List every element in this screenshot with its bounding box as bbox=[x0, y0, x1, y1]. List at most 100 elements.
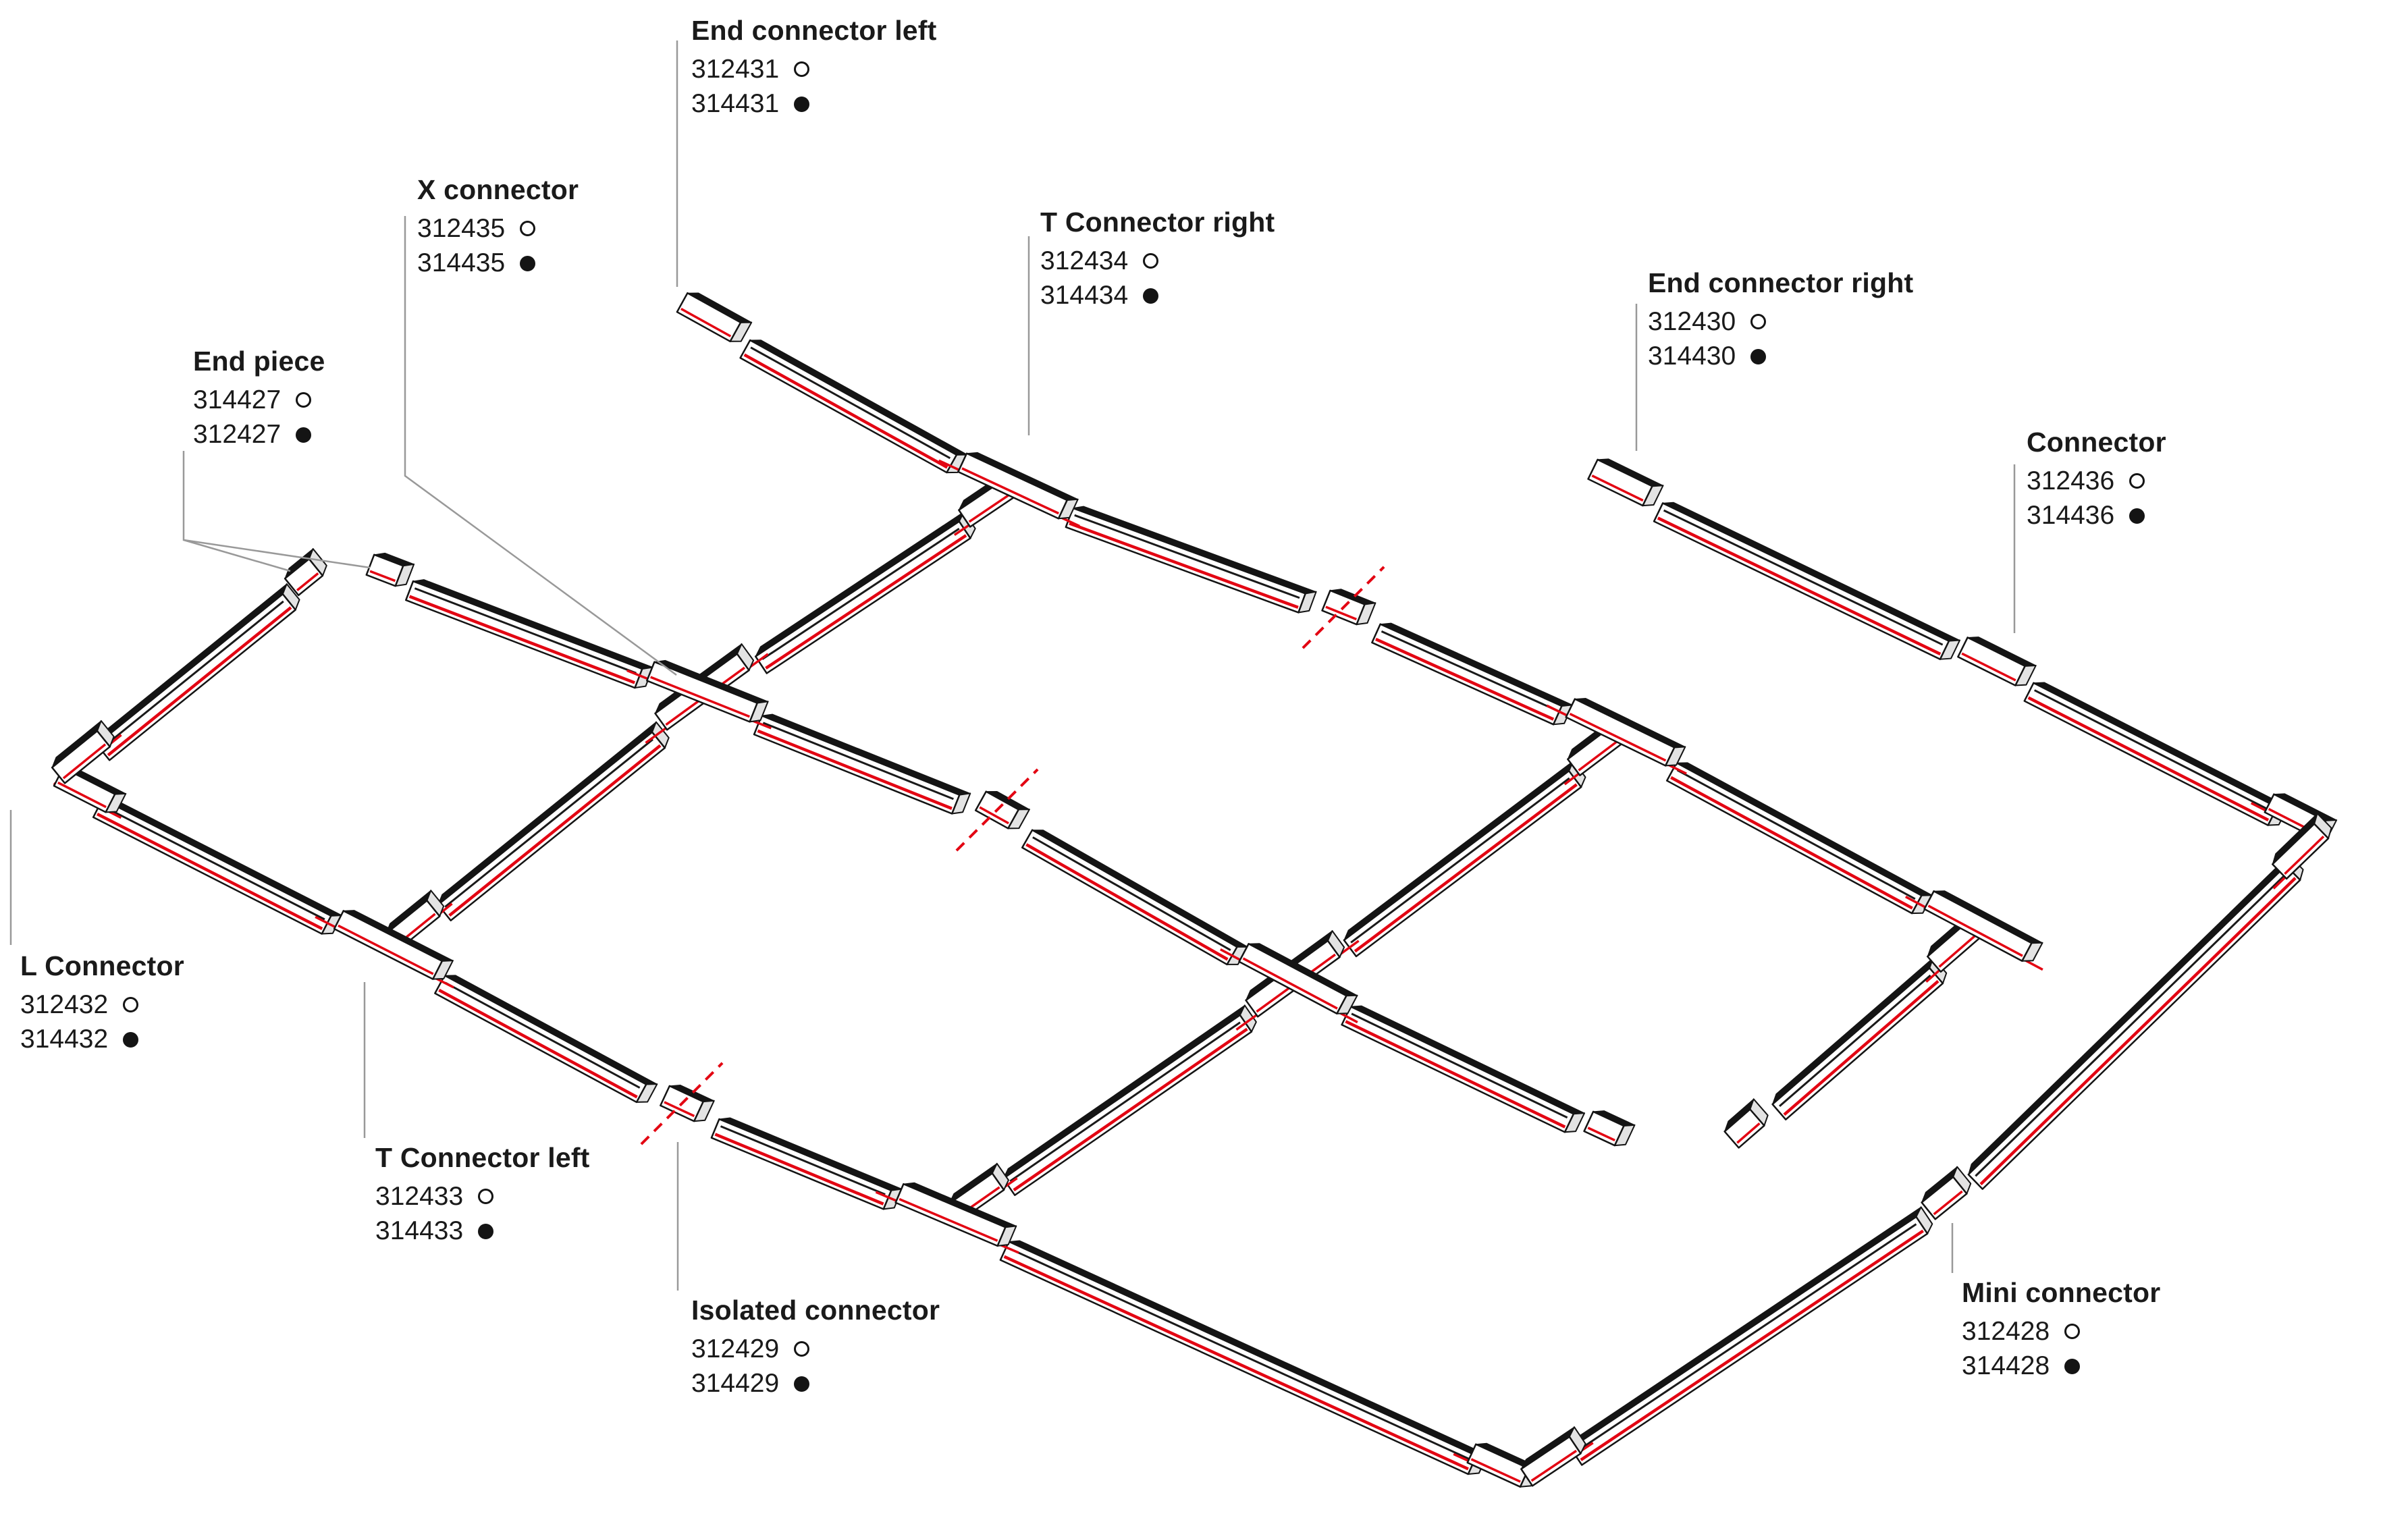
label-title: Isolated connector bbox=[691, 1295, 940, 1326]
sku-number: 314430 bbox=[1648, 342, 1736, 371]
sku-variant-row: 312428 bbox=[1962, 1314, 2160, 1349]
filled-dot-icon bbox=[520, 255, 536, 271]
track-rail bbox=[753, 713, 971, 815]
isolation-dash bbox=[640, 1062, 724, 1145]
sku-number: 314433 bbox=[375, 1216, 464, 1246]
label-title: L Connector bbox=[20, 950, 184, 981]
sku-number: 314428 bbox=[1962, 1351, 2050, 1381]
label-end-piece: End piece 314427 312427 bbox=[193, 346, 325, 452]
connector-piece bbox=[1957, 636, 2037, 686]
sku-variant-row: 314430 bbox=[1648, 339, 1913, 373]
sku-number: 314429 bbox=[691, 1369, 780, 1399]
isolation-dash bbox=[1302, 566, 1385, 649]
open-dot-icon bbox=[2129, 473, 2145, 489]
track-rail bbox=[1065, 506, 1317, 614]
track-rail bbox=[1021, 829, 1249, 966]
track-rail bbox=[1665, 761, 1933, 915]
label-x-connector: X connector 312435 314435 bbox=[417, 174, 579, 281]
end-piece bbox=[284, 548, 327, 597]
sku-variant-row: 312430 bbox=[1648, 304, 1913, 339]
label-mini-connector: Mini connector 312428 314428 bbox=[1962, 1277, 2160, 1384]
sku-number: 314427 bbox=[193, 385, 282, 414]
track-rail bbox=[710, 1117, 903, 1210]
track-rail bbox=[754, 511, 976, 674]
sku-variant-row: 314431 bbox=[691, 86, 937, 121]
label-end-connector-right: End connector right 312430 314430 bbox=[1648, 267, 1913, 374]
label-t-connector-left: T Connector left 312433 314433 bbox=[375, 1142, 590, 1249]
label-title: Mini connector bbox=[1962, 1277, 2161, 1308]
track-rail bbox=[1570, 1206, 1933, 1466]
sku-variant-row: 312431 bbox=[691, 52, 937, 86]
open-dot-icon bbox=[296, 392, 312, 408]
label-end-connector-left: End connector left 312431 314431 bbox=[691, 15, 937, 121]
sku-variant-row: 314429 bbox=[691, 1366, 940, 1401]
sku-number: 312436 bbox=[2027, 466, 2115, 495]
leader-line bbox=[404, 216, 677, 676]
label-l-connector: L Connector 312432 314432 bbox=[20, 950, 184, 1057]
sku-variant-row: 314435 bbox=[417, 246, 579, 280]
track-rail bbox=[2023, 682, 2289, 826]
sku-number: 312427 bbox=[193, 420, 282, 450]
sku-variant-row: 312436 bbox=[2027, 464, 2166, 498]
sku-number: 314436 bbox=[2027, 501, 2115, 531]
sku-number: 314435 bbox=[417, 248, 506, 278]
l-connector-piece bbox=[2250, 793, 2338, 890]
sku-variant-row: 314434 bbox=[1040, 278, 1275, 313]
leader-line bbox=[183, 539, 371, 569]
track-rail bbox=[405, 579, 654, 689]
isolated-connector-piece bbox=[974, 790, 1030, 830]
track-rail bbox=[1771, 957, 1948, 1120]
sku-number: 312430 bbox=[1648, 307, 1736, 336]
sku-number: 312428 bbox=[1962, 1317, 2050, 1346]
rails-layer bbox=[92, 339, 2304, 1475]
sku-number: 312431 bbox=[691, 55, 780, 84]
track-rail bbox=[1371, 622, 1574, 726]
filled-dot-icon bbox=[123, 1031, 139, 1048]
sku-number: 312435 bbox=[417, 214, 506, 243]
filled-dot-icon bbox=[1143, 288, 1159, 304]
open-dot-icon bbox=[794, 61, 810, 78]
track-rail bbox=[1341, 1005, 1586, 1133]
open-dot-icon bbox=[1143, 253, 1159, 269]
track-rail bbox=[1343, 760, 1586, 958]
x-connector-piece bbox=[626, 643, 772, 744]
open-dot-icon bbox=[478, 1189, 494, 1205]
track-rail bbox=[1653, 502, 1961, 660]
end-connector-piece bbox=[676, 292, 753, 343]
label-title: End connector right bbox=[1648, 267, 1914, 298]
filled-dot-icon bbox=[794, 1376, 810, 1392]
track-rail bbox=[999, 1240, 1489, 1475]
x-connector-piece bbox=[1220, 930, 1360, 1031]
label-isolated-connector: Isolated connector 312429 314429 bbox=[691, 1295, 940, 1401]
sku-variant-row: 312432 bbox=[20, 987, 184, 1022]
sku-number: 314434 bbox=[1040, 281, 1129, 310]
pieces-layer bbox=[51, 292, 2338, 1488]
end-connector-piece bbox=[1587, 458, 1664, 507]
filled-dot-icon bbox=[2064, 1358, 2081, 1374]
label-t-connector-right: T Connector right 312434 314434 bbox=[1040, 207, 1275, 313]
sku-number: 312429 bbox=[691, 1334, 780, 1363]
t-connector-piece bbox=[938, 452, 1080, 537]
sku-variant-row: 314432 bbox=[20, 1022, 184, 1056]
leader-lines-layer bbox=[9, 40, 2016, 1291]
sku-variant-row: 314427 bbox=[193, 383, 325, 417]
label-title: X connector bbox=[417, 174, 579, 205]
track-rail bbox=[92, 798, 343, 935]
isolation-dash bbox=[955, 768, 1039, 852]
label-title: T Connector left bbox=[375, 1142, 590, 1173]
filled-dot-icon bbox=[2129, 508, 2145, 524]
sku-number: 314432 bbox=[20, 1025, 109, 1054]
open-dot-icon bbox=[123, 997, 139, 1013]
filled-dot-icon bbox=[794, 96, 810, 112]
l-connector-piece bbox=[1453, 1426, 1594, 1488]
label-connector: Connector 312436 314436 bbox=[2027, 427, 2166, 533]
track-rail bbox=[96, 583, 300, 761]
t-connector-piece bbox=[875, 1162, 1019, 1254]
sku-variant-row: 314433 bbox=[375, 1214, 590, 1248]
small-connector-piece bbox=[1583, 1110, 1636, 1147]
filled-dot-icon bbox=[478, 1223, 494, 1239]
sku-variant-row: 314428 bbox=[1962, 1349, 2160, 1383]
sku-variant-row: 312434 bbox=[1040, 244, 1275, 278]
label-title: T Connector right bbox=[1040, 207, 1275, 238]
